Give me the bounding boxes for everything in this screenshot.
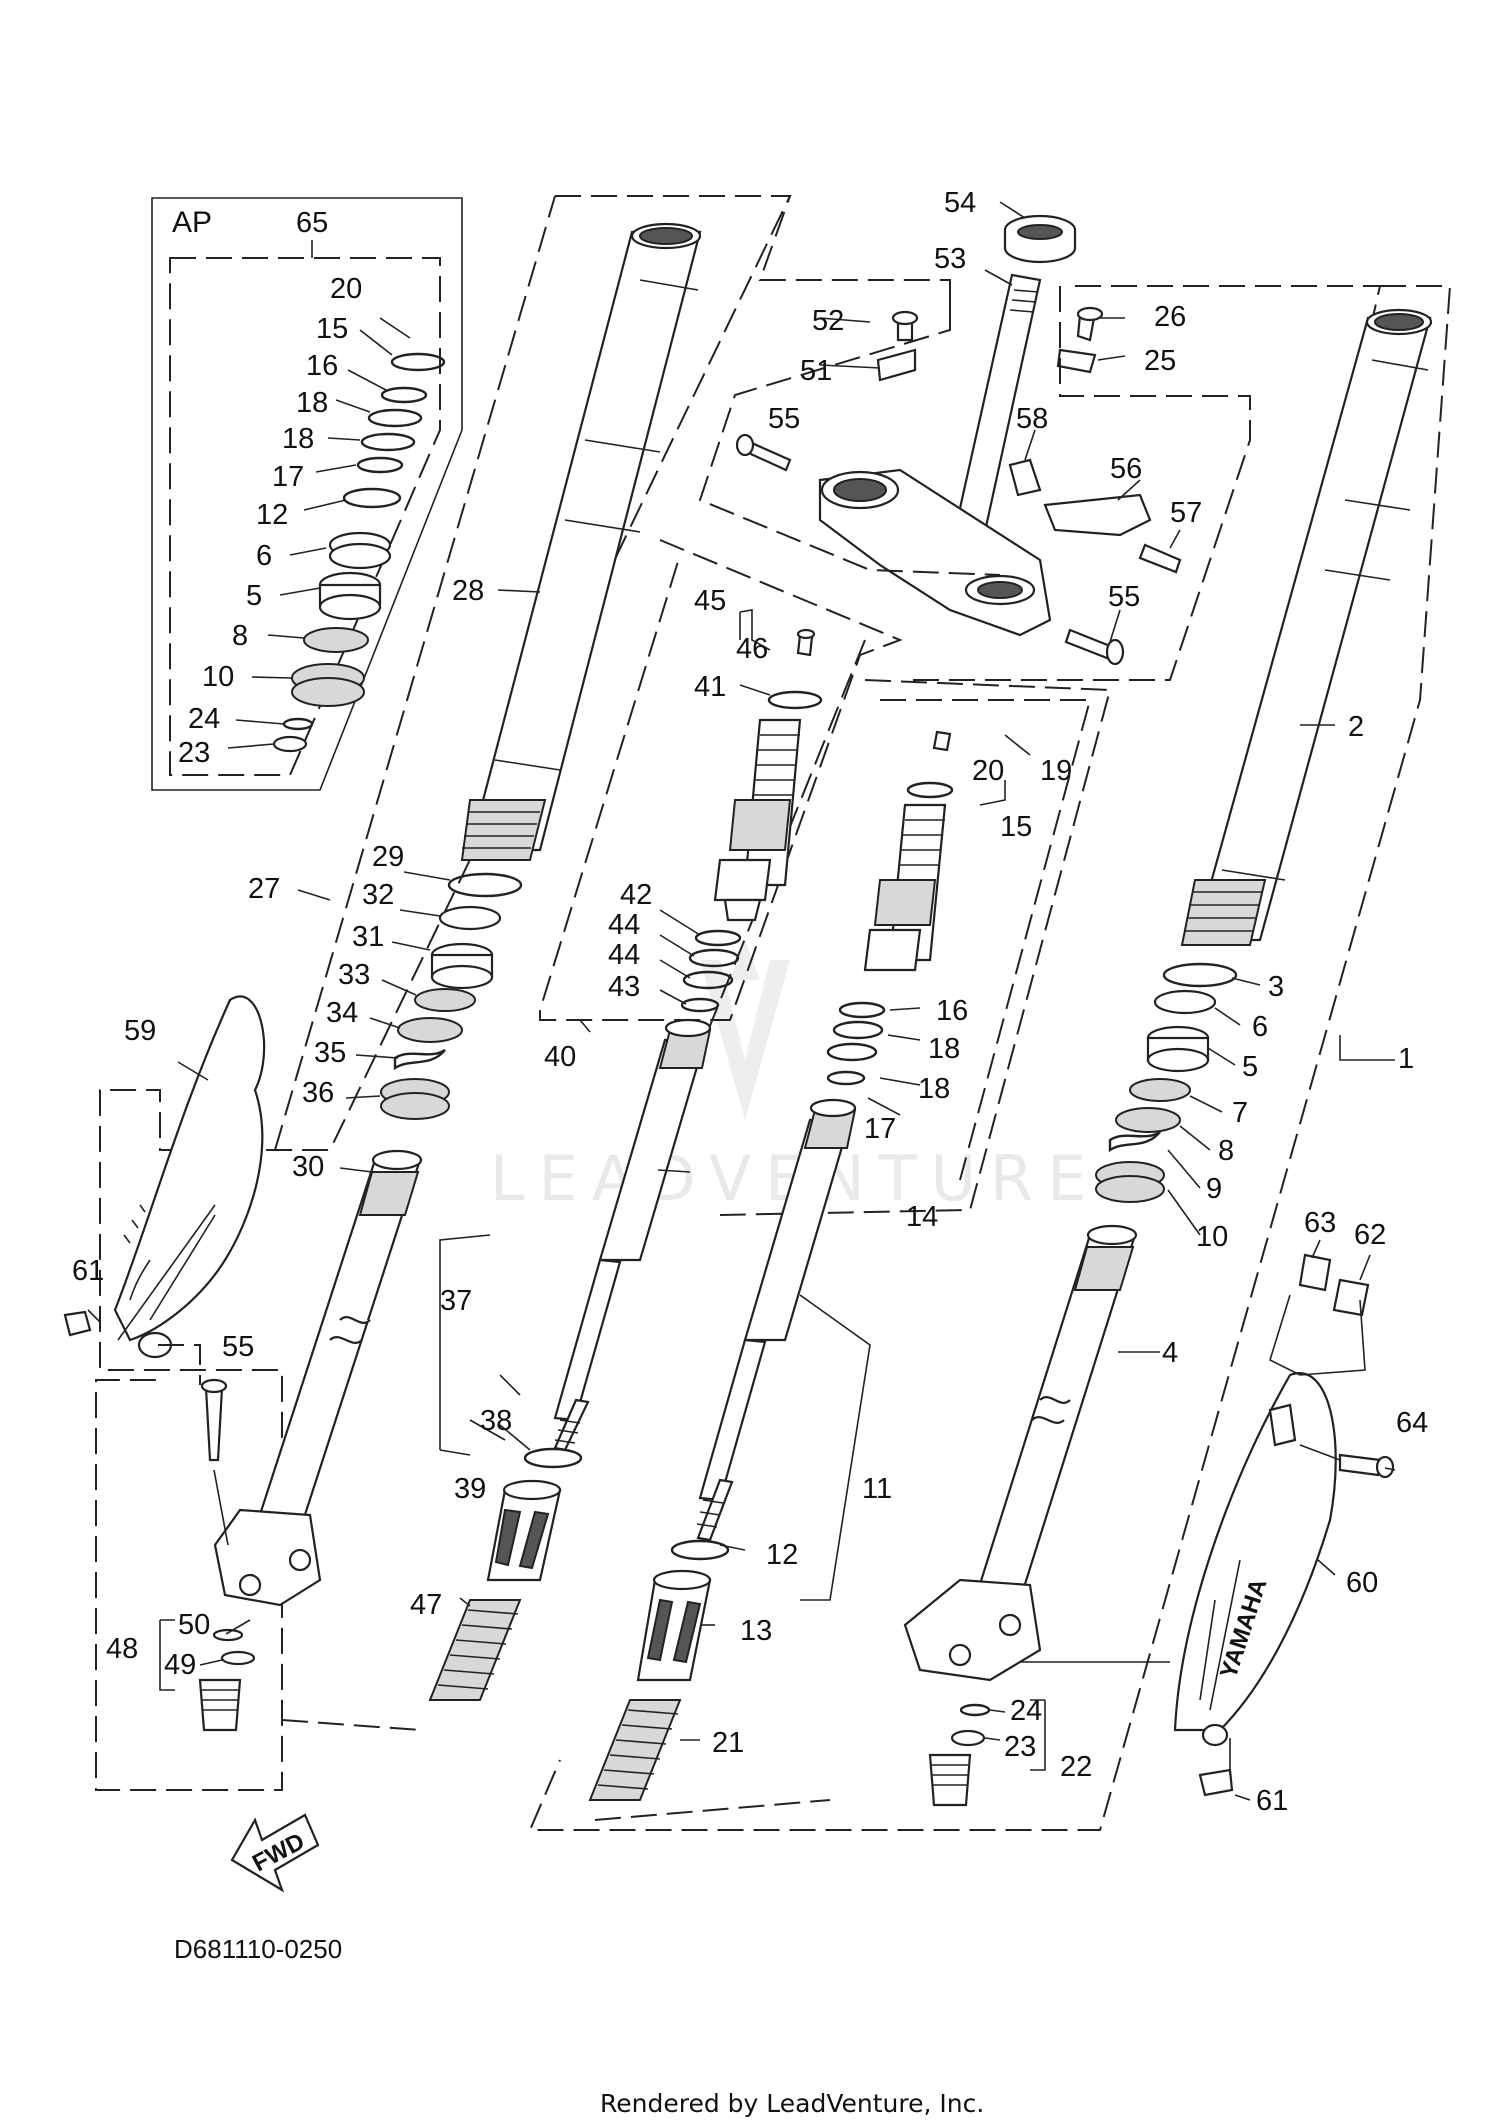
callout-17: 17 bbox=[864, 1113, 896, 1145]
callout-21: 21 bbox=[712, 1727, 744, 1759]
callout-48: 48 bbox=[106, 1633, 138, 1665]
callout-39: 39 bbox=[454, 1473, 486, 1505]
callout-36: 36 bbox=[302, 1077, 334, 1109]
callout-8: 8 bbox=[1218, 1135, 1234, 1167]
callout-25: 25 bbox=[1144, 345, 1176, 377]
callout-6: 6 bbox=[256, 540, 272, 572]
callout-40: 40 bbox=[544, 1041, 576, 1073]
callout-2: 2 bbox=[1348, 711, 1364, 743]
callout-20: 20 bbox=[330, 273, 362, 305]
callout-45: 45 bbox=[694, 585, 726, 617]
callout-30: 30 bbox=[292, 1151, 324, 1183]
callout-33: 33 bbox=[338, 959, 370, 991]
callout-31: 31 bbox=[352, 921, 384, 953]
callout-41: 41 bbox=[694, 671, 726, 703]
callout-52: 52 bbox=[812, 305, 844, 337]
callout-7: 7 bbox=[1232, 1097, 1248, 1129]
callout-53: 53 bbox=[934, 243, 966, 275]
callout-1: 1 bbox=[1398, 1043, 1414, 1075]
callout-24: 24 bbox=[188, 703, 220, 735]
callout-51: 51 bbox=[800, 355, 832, 387]
callout-16: 16 bbox=[306, 350, 338, 382]
left-fork-guard bbox=[63, 995, 266, 1385]
callout-8: 8 bbox=[232, 620, 248, 652]
callout-46: 46 bbox=[736, 633, 768, 665]
callout-38: 38 bbox=[480, 1405, 512, 1437]
callout-59: 59 bbox=[124, 1015, 156, 1047]
callout-47: 47 bbox=[410, 1589, 442, 1621]
right-fork-assembly bbox=[528, 285, 1452, 1831]
callout-42: 42 bbox=[620, 879, 652, 911]
callout-55: 55 bbox=[1108, 581, 1140, 613]
callout-58: 58 bbox=[1016, 403, 1048, 435]
left-inner-damper bbox=[281, 1018, 712, 1731]
callout-54: 54 bbox=[944, 187, 976, 219]
ap-label: AP bbox=[172, 206, 212, 239]
callout-9: 9 bbox=[1206, 1173, 1222, 1205]
callout-50: 50 bbox=[178, 1609, 210, 1641]
ap-kit-box bbox=[151, 197, 463, 791]
callout-37: 37 bbox=[440, 1285, 472, 1317]
callout-44: 44 bbox=[608, 939, 640, 971]
callout-labels: AP 65 20 15 16 18 18 17 12 6 5 8 10 24 2… bbox=[72, 187, 1428, 1817]
callout-29: 29 bbox=[372, 841, 404, 873]
callout-17: 17 bbox=[272, 461, 304, 493]
callout-22: 22 bbox=[1060, 1751, 1092, 1783]
forward-arrow-icon: FWD bbox=[230, 1813, 320, 1893]
damper-rod-assembly bbox=[539, 539, 903, 1201]
callout-23: 23 bbox=[178, 737, 210, 769]
callout-55: 55 bbox=[222, 1331, 254, 1363]
left-fork-assembly bbox=[95, 195, 951, 1791]
callout-18: 18 bbox=[296, 387, 328, 419]
callout-34: 34 bbox=[326, 997, 358, 1029]
callout-61: 61 bbox=[1256, 1785, 1288, 1817]
callout-4: 4 bbox=[1162, 1337, 1178, 1369]
callout-13: 13 bbox=[740, 1615, 772, 1647]
callout-12: 12 bbox=[256, 499, 288, 531]
callout-61: 61 bbox=[72, 1255, 104, 1287]
callout-16: 16 bbox=[936, 995, 968, 1027]
callout-35: 35 bbox=[314, 1037, 346, 1069]
callout-3: 3 bbox=[1268, 971, 1284, 1003]
callout-15: 15 bbox=[316, 313, 348, 345]
right-inner-damper bbox=[588, 679, 1112, 1821]
callout-10: 10 bbox=[202, 661, 234, 693]
callout-18: 18 bbox=[282, 423, 314, 455]
callout-65: 65 bbox=[296, 207, 328, 239]
callout-18: 18 bbox=[918, 1073, 950, 1105]
callout-20: 20 bbox=[972, 755, 1004, 787]
callout-49: 49 bbox=[164, 1649, 196, 1681]
right-fork-guard: YAMAHA bbox=[1173, 1239, 1396, 1801]
callout-62: 62 bbox=[1354, 1219, 1386, 1251]
render-credit: Rendered by LeadVenture, Inc. bbox=[600, 2089, 984, 2118]
callout-60: 60 bbox=[1346, 1567, 1378, 1599]
callout-15: 15 bbox=[1000, 811, 1032, 843]
callout-6: 6 bbox=[1252, 1011, 1268, 1043]
callout-64: 64 bbox=[1396, 1407, 1428, 1439]
callout-12: 12 bbox=[766, 1539, 798, 1571]
diagram-code: D681110-0250 bbox=[174, 1934, 342, 1964]
steering-stem-assembly bbox=[698, 201, 1382, 681]
callout-26: 26 bbox=[1154, 301, 1186, 333]
callout-10: 10 bbox=[1196, 1221, 1228, 1253]
callout-43: 43 bbox=[608, 971, 640, 1003]
callout-44: 44 bbox=[608, 909, 640, 941]
callout-57: 57 bbox=[1170, 497, 1202, 529]
callout-5: 5 bbox=[1242, 1051, 1258, 1083]
callout-55: 55 bbox=[768, 403, 800, 435]
callout-14: 14 bbox=[906, 1201, 938, 1233]
callout-63: 63 bbox=[1304, 1207, 1336, 1239]
callout-23: 23 bbox=[1004, 1731, 1036, 1763]
callout-56: 56 bbox=[1110, 453, 1142, 485]
callout-28: 28 bbox=[452, 575, 484, 607]
callout-5: 5 bbox=[246, 580, 262, 612]
callout-27: 27 bbox=[248, 873, 280, 905]
callout-19: 19 bbox=[1040, 755, 1072, 787]
callout-24: 24 bbox=[1010, 1695, 1042, 1727]
callout-18: 18 bbox=[928, 1033, 960, 1065]
callout-11: 11 bbox=[862, 1473, 892, 1505]
callout-32: 32 bbox=[362, 879, 394, 911]
